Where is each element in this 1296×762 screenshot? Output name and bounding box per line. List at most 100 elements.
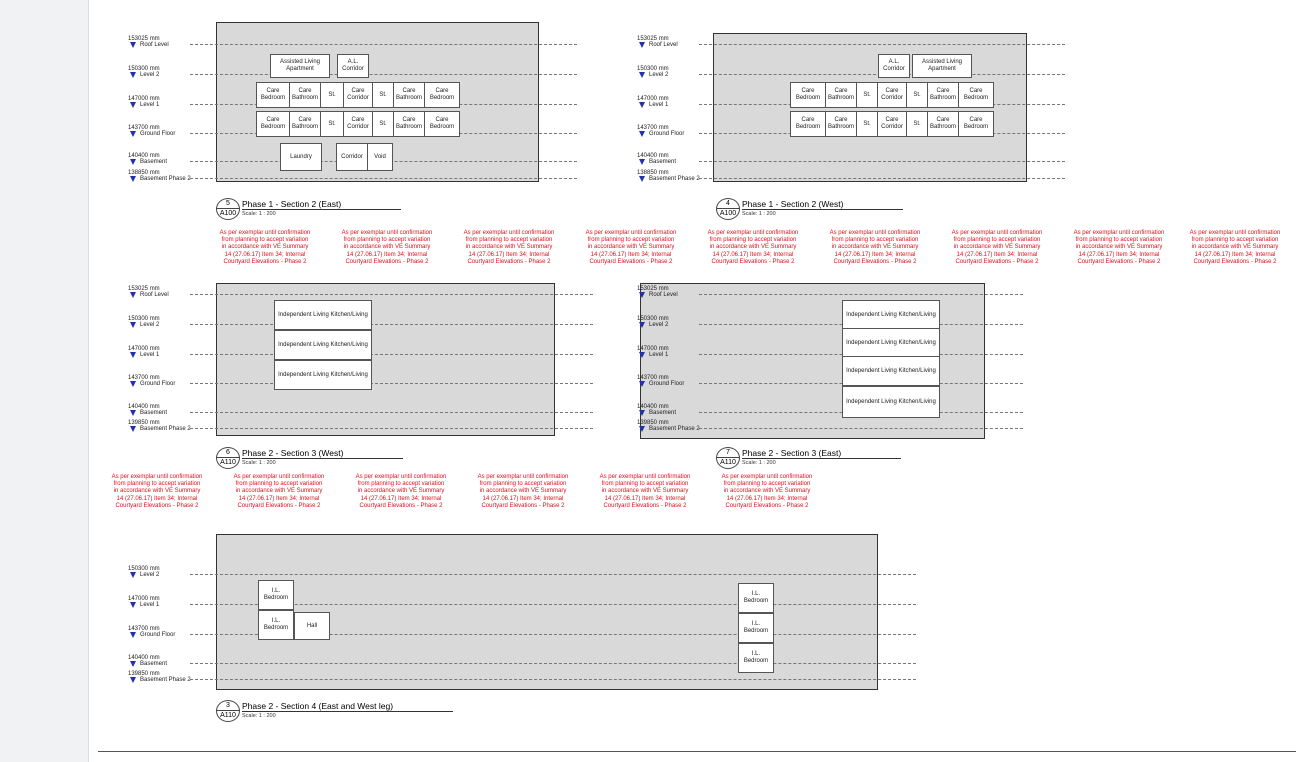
room-label: A.L. Corridor: [337, 54, 369, 78]
level-elevation: 147000 mm: [637, 96, 669, 102]
room-label: Care Bathroom: [393, 82, 425, 108]
planning-note: As per exemplar until confirmation from …: [1189, 230, 1281, 265]
level-elevation: 140400 mm: [128, 655, 160, 661]
level-line: [190, 324, 593, 325]
bubble-divider: [217, 457, 239, 458]
level-line: [699, 161, 1065, 162]
room-label: Care Bathroom: [289, 111, 321, 137]
level-elevation: 143700 mm: [637, 125, 669, 131]
room-label: Independent Living Kitchen/Living: [274, 360, 372, 390]
level-name: Level 1: [128, 102, 160, 108]
level-name: Roof Level: [128, 292, 169, 298]
level-elevation: 143700 mm: [128, 375, 160, 381]
room-label: Care Bedroom: [958, 82, 994, 108]
sheet-number: A100: [719, 210, 737, 217]
view-title: Phase 1 - Section 2 (West): [742, 199, 904, 210]
room-label: St.: [906, 111, 928, 137]
planning-note: As per exemplar until confirmation from …: [585, 230, 677, 265]
view-number: 6: [226, 449, 230, 456]
room-label: Independent Living Kitchen/Living: [842, 386, 940, 418]
view-title: Phase 2 - Section 3 (East): [742, 448, 902, 459]
left-panel: [0, 0, 89, 762]
level-elevation: 143700 mm: [128, 626, 160, 632]
room-label: Care Corridor: [343, 111, 373, 137]
room-label: Care Corridor: [877, 82, 907, 108]
view-scale: Scale: 1 : 200: [242, 460, 276, 466]
level-elevation: 153025 mm: [637, 286, 669, 292]
level-elevation: 150300 mm: [637, 316, 669, 322]
room-label: Hall: [294, 612, 330, 640]
level-elevation: 150300 mm: [637, 66, 669, 72]
room-label: Care Bathroom: [825, 111, 857, 137]
bubble-divider: [217, 710, 239, 711]
level-line: [699, 294, 1023, 295]
level-line: [699, 44, 1065, 45]
level-elevation: 139850 mm: [128, 420, 160, 426]
level-elevation: 153025 mm: [637, 36, 669, 42]
room-label: Care Bathroom: [393, 111, 425, 137]
view-title: Phase 2 - Section 3 (West): [242, 448, 404, 459]
sheet-number: A110: [720, 459, 736, 466]
level-line: [190, 574, 916, 575]
level-line: [190, 412, 593, 413]
level-elevation: 153025 mm: [128, 36, 160, 42]
section-view-6[interactable]: [216, 283, 555, 436]
room-label: Independent Living Kitchen/Living: [842, 328, 940, 358]
level-elevation: 147000 mm: [128, 96, 160, 102]
sheet-number: A110: [220, 712, 236, 719]
level-line: [190, 428, 593, 429]
room-label: I.L. Bedroom: [738, 613, 774, 643]
room-label: I.L. Bedroom: [738, 583, 774, 613]
room-label: Independent Living Kitchen/Living: [842, 356, 940, 386]
room-label: Assisted Living Apartment: [912, 54, 972, 78]
level-elevation: 139850 mm: [128, 671, 160, 677]
bubble-divider: [217, 208, 239, 209]
level-elevation: 140400 mm: [128, 153, 160, 159]
level-name: Ground Floor: [128, 381, 175, 387]
planning-note: As per exemplar until confirmation from …: [721, 474, 813, 509]
planning-note: As per exemplar until confirmation from …: [707, 230, 799, 265]
level-elevation: 150300 mm: [128, 316, 160, 322]
level-name: Level 2: [637, 322, 669, 328]
level-name: Basement Phase 2: [637, 176, 700, 182]
room-label: Care Corridor: [343, 82, 373, 108]
room-label: Care Bedroom: [424, 82, 460, 108]
level-line: [190, 354, 593, 355]
level-name: Ground Floor: [128, 131, 175, 137]
room-label: Independent Living Kitchen/Living: [274, 330, 372, 360]
view-number: 4: [726, 200, 730, 207]
room-label: Care Bedroom: [790, 82, 826, 108]
level-elevation: 139850 mm: [637, 420, 669, 426]
room-label: Care Bathroom: [927, 82, 959, 108]
level-elevation: 140400 mm: [637, 153, 669, 159]
room-label: Independent Living Kitchen/Living: [842, 300, 940, 330]
level-name: Ground Floor: [637, 131, 684, 137]
room-label: Laundry: [280, 143, 322, 171]
level-name: Level 2: [637, 72, 669, 78]
room-label: Care Bedroom: [790, 111, 826, 137]
level-name: Basement Phase 2: [637, 426, 700, 432]
level-name: Level 2: [128, 72, 160, 78]
room-label: Assisted Living Apartment: [270, 54, 330, 78]
level-line: [190, 383, 593, 384]
room-label: Care Corridor: [877, 111, 907, 137]
level-elevation: 138850 mm: [128, 170, 160, 176]
level-name: Roof Level: [637, 292, 678, 298]
